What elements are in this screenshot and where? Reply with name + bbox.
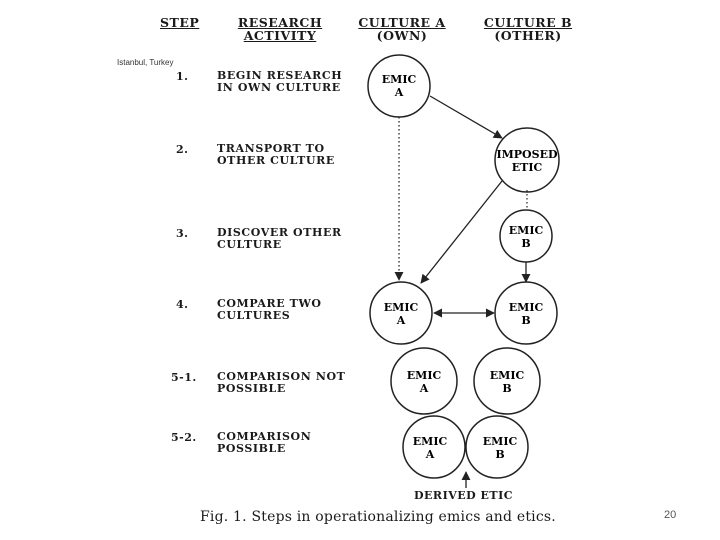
header-culture-a: CULTURE A (OWN) [352,16,452,42]
step-text: COMPARE TWO CULTURES [217,297,322,322]
node-emic-b-step3: EMIC B [499,209,553,263]
node-label: B [521,237,530,250]
step-text: DISCOVER OTHER CULTURE [217,226,342,251]
step-text: COMPARISON NOT POSSIBLE [217,370,346,395]
header-culture-b-line1: CULTURE B [483,15,573,30]
node-emic-a-step5-1: EMIC A [390,347,458,415]
node-emic-b-step5-2: EMIC B [465,415,529,479]
node-label: EMIC [382,73,417,86]
header-step: STEP [160,16,199,29]
node-emic-b-step5-1: EMIC B [473,347,541,415]
header-culture-b-line2: (OTHER) [494,28,562,43]
step-number: 5-2. [171,431,197,444]
page-number: 20 [664,509,677,521]
header-research-line1: RESEARCH [237,15,323,30]
node-emic-a-step5-2: EMIC A [402,415,466,479]
node-label: EMIC [407,369,442,382]
header-culture-b: CULTURE B (OTHER) [478,16,578,42]
header-research-activity: RESEARCH ACTIVITY [232,16,328,42]
header-research-line2: ACTIVITY [243,28,317,43]
node-emic-a-step4: EMIC A [369,281,433,345]
node-label: ETIC [512,161,543,174]
node-emic-a-step1: EMIC A [367,54,431,118]
node-imposed-etic: IMPOSED ETIC [494,127,560,193]
arrow-a1-to-imposed-etic [429,95,503,139]
node-label: IMPOSED [496,148,558,161]
header-culture-a-line2: (OWN) [376,28,428,43]
node-label: EMIC [413,435,448,448]
step-text: COMPARISON POSSIBLE [217,430,312,455]
step-number: 2. [176,143,189,156]
arrow-imposed-etic-to-a4 [420,180,503,284]
node-label: B [495,448,504,461]
node-label: A [419,382,429,395]
header-step-label: STEP [160,15,200,30]
node-label: B [502,382,511,395]
header-culture-a-line1: CULTURE A [358,15,446,30]
node-label: EMIC [483,435,518,448]
derived-etic-label: DERIVED ETIC [414,489,513,502]
location-label: Istanbul, Turkey [117,58,174,67]
step-number: 3. [176,227,189,240]
node-label: B [521,314,530,327]
step-number: 5-1. [171,371,197,384]
step-text: TRANSPORT TO OTHER CULTURE [217,142,335,167]
node-label: A [425,448,435,461]
node-label: A [394,86,404,99]
node-emic-b-step4: EMIC B [494,281,558,345]
step-number: 4. [176,298,189,311]
step-number: 1. [176,70,189,83]
step-text: BEGIN RESEARCH IN OWN CULTURE [217,69,343,94]
node-label: EMIC [509,224,544,237]
figure-caption: Fig. 1. Steps in operationalizing emics … [200,509,556,525]
node-label: EMIC [384,301,419,314]
node-label: A [396,314,406,327]
node-label: EMIC [490,369,525,382]
node-label: EMIC [509,301,544,314]
